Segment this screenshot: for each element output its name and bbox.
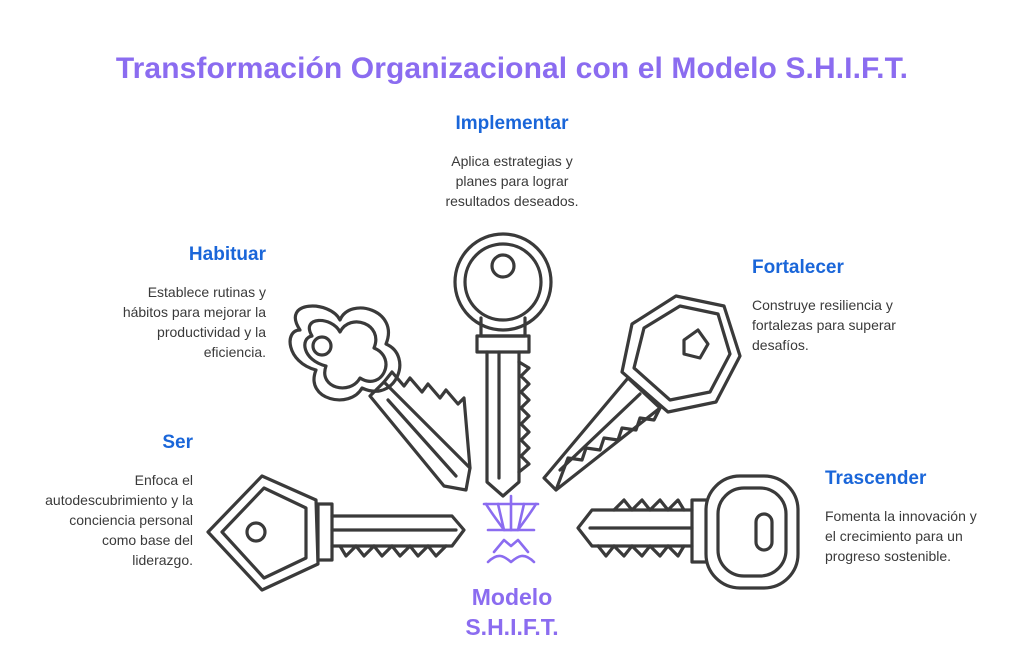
step-habituar-label: Habituar: [188, 244, 266, 265]
key-ser: [206, 474, 466, 592]
step-trascender: Trascender Fomenta la innovación y el cr…: [825, 468, 1015, 566]
step-ser-label: Ser: [162, 432, 193, 453]
center-model-label: Modelo S.H.I.F.T.: [412, 582, 612, 642]
step-ser-desc: Enfoca el autodescubrimiento y la concie…: [45, 472, 193, 568]
step-habituar-desc: Establece rutinas y hábitos para mejorar…: [122, 284, 266, 360]
step-fortalecer-label: Fortalecer: [752, 257, 844, 278]
key-trascender: [576, 474, 800, 590]
step-implementar-label: Implementar: [455, 113, 569, 134]
page-title: Transformación Organizacional con el Mod…: [115, 52, 909, 85]
boat-icon: [482, 494, 540, 564]
step-implementar: Implementar Aplica estrategias y planes …: [392, 113, 632, 211]
center-model-line2: S.H.I.F.T.: [465, 614, 559, 640]
key-habituar: [288, 304, 472, 492]
step-fortalecer-desc: Construye resiliencia y fortalezas para …: [752, 297, 896, 353]
key-fortalecer: [542, 294, 742, 492]
step-habituar: Habituar Establece rutinas y hábitos par…: [0, 244, 266, 362]
step-fortalecer: Fortalecer Construye resiliencia y forta…: [752, 257, 972, 355]
step-trascender-desc: Fomenta la innovación y el crecimiento p…: [825, 508, 977, 564]
center-model-line1: Modelo: [471, 584, 553, 610]
step-implementar-desc: Aplica estrategias y planes para lograr …: [445, 153, 579, 209]
step-ser: Ser Enfoca el autodescubrimiento y la co…: [0, 432, 193, 570]
step-trascender-label: Trascender: [825, 468, 927, 489]
